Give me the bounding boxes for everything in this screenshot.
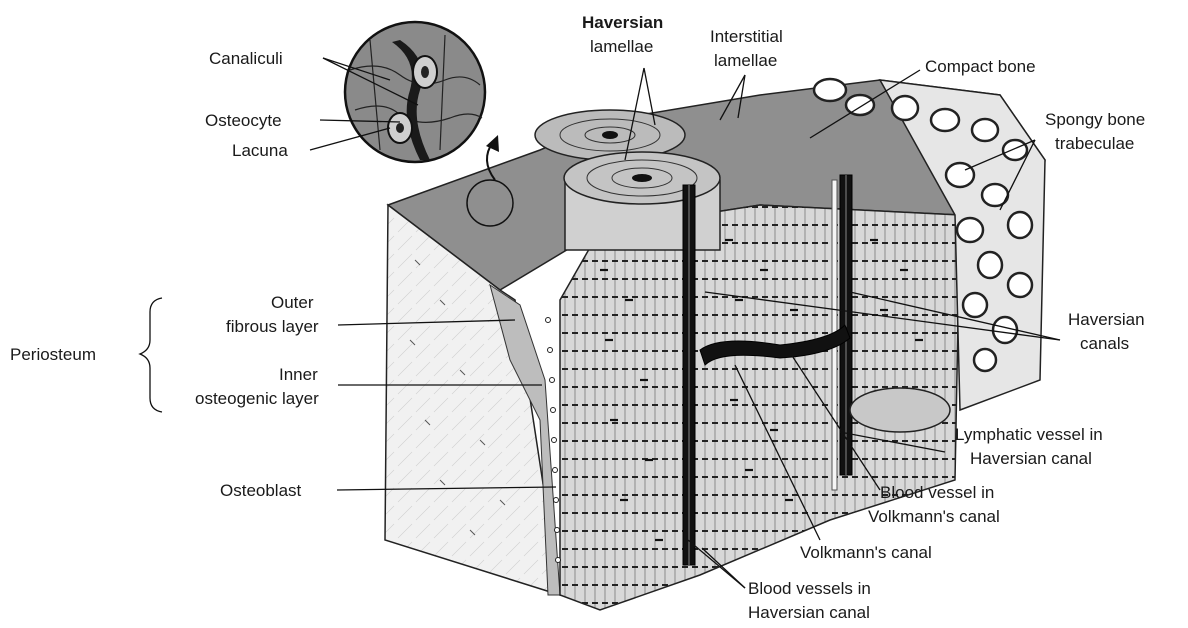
- label-lacuna: Lacuna: [232, 141, 288, 160]
- label-canaliculi: Canaliculi: [209, 49, 283, 68]
- label-blood-vessels-haversian-1: Blood vessels in: [748, 579, 871, 598]
- label-osteoblast: Osteoblast: [220, 481, 302, 500]
- bone-block: [385, 79, 1045, 610]
- label-interstitial-lamellae-1: Interstitial: [710, 27, 783, 46]
- label-volkmanns-canal: Volkmann's canal: [800, 543, 932, 562]
- label-inner-osteogenic-2: osteogenic layer: [195, 389, 319, 408]
- label-outer-fibrous-1: Outer: [271, 293, 314, 312]
- label-lymphatic-2: Haversian canal: [970, 449, 1092, 468]
- lower-osteon: [850, 388, 950, 432]
- label-inner-osteogenic-1: Inner: [279, 365, 318, 384]
- label-blood-vessel-volkmann-2: Volkmann's canal: [868, 507, 1000, 526]
- label-spongy-bone-1: Spongy bone: [1045, 110, 1145, 129]
- label-periosteum: Periosteum: [10, 345, 96, 364]
- label-interstitial-lamellae-2: lamellae: [714, 51, 777, 70]
- label-blood-vessel-volkmann-1: Blood vessel in: [880, 483, 994, 502]
- label-outer-fibrous-2: fibrous layer: [226, 317, 319, 336]
- periosteum-brace: [140, 298, 162, 412]
- label-haversian-canals-2: canals: [1080, 334, 1129, 353]
- label-lymphatic-1: Lymphatic vessel in: [955, 425, 1103, 444]
- label-osteocyte: Osteocyte: [205, 111, 282, 130]
- label-spongy-bone-2: trabeculae: [1055, 134, 1134, 153]
- label-haversian-canals-1: Haversian: [1068, 310, 1145, 329]
- label-compact-bone: Compact bone: [925, 57, 1036, 76]
- label-haversian-lamellae-2: lamellae: [590, 37, 653, 56]
- label-haversian-lamellae-1: Haversian: [582, 13, 663, 32]
- label-blood-vessels-haversian-2: Haversian canal: [748, 603, 870, 622]
